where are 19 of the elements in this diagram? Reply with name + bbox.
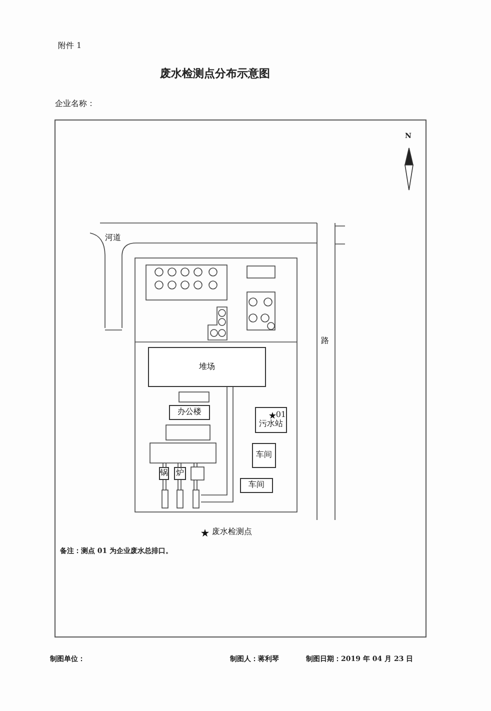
title: 废水检测点分布示意图	[160, 68, 270, 80]
building-label: 锅	[160, 469, 168, 478]
building-label: 炉	[176, 469, 184, 478]
building-label: 污水站	[259, 420, 283, 429]
building-label: 办公楼	[178, 408, 202, 417]
building-box	[169, 405, 210, 420]
legend-text: 废水检测点	[212, 528, 252, 537]
building-box	[240, 478, 273, 493]
point-number: 01	[276, 411, 286, 420]
building-label: 车间	[248, 481, 264, 490]
building-label: 车间	[256, 451, 272, 460]
company-name-label: 企业名称：	[55, 100, 95, 109]
river-label: 河道	[105, 234, 121, 243]
attachment-label: 附件 1	[58, 42, 82, 51]
building-box	[252, 443, 276, 468]
road-label: 路	[321, 337, 329, 346]
building-box	[148, 347, 266, 387]
building-box	[255, 407, 287, 433]
building-label: 堆场	[199, 362, 215, 372]
